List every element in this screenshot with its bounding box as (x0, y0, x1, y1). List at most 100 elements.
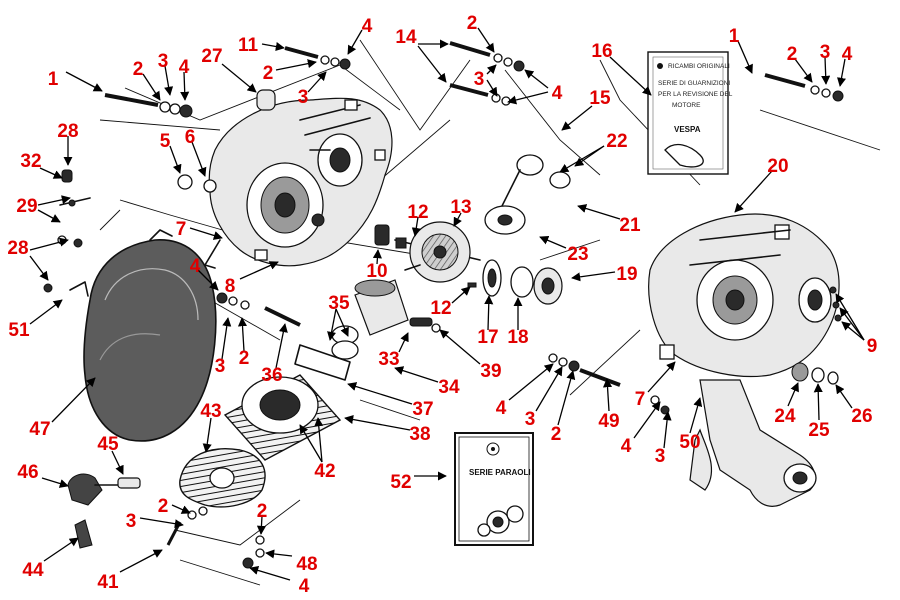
callout-number: 51 (8, 320, 30, 341)
callout-number: 3 (525, 409, 536, 430)
callout-15: 15 (561, 88, 611, 131)
gasket-set-packet: RICAMBI ORIGINALI SERIE DI GUARNIZIONI P… (647, 51, 733, 175)
callout-number: 4 (842, 44, 853, 65)
callout-arrow (335, 308, 349, 337)
callout-number: 12 (407, 202, 428, 223)
callout-number: 22 (606, 131, 627, 152)
callout-arrow (265, 549, 293, 559)
cylinder-head (179, 448, 266, 508)
callout-number: 2 (239, 348, 250, 369)
callout-number: 14 (395, 27, 417, 48)
gasket-set-brand: VESPA (674, 125, 701, 134)
callout-1: 1 (729, 26, 753, 74)
callout-number: 46 (17, 462, 38, 483)
callout-17: 17 (477, 295, 499, 348)
callout-4: 4 (621, 401, 661, 457)
callout-arrow (813, 383, 823, 421)
callout-number: 39 (480, 361, 501, 382)
callout-3: 3 (298, 71, 327, 108)
callout-number: 45 (97, 434, 119, 455)
callout-arrow (51, 377, 96, 423)
callout-2: 2 (263, 59, 317, 84)
callout-arrow (237, 317, 248, 352)
callout-number: 25 (808, 420, 830, 441)
callout-arrow (37, 195, 71, 206)
callout-arrow (508, 363, 554, 401)
callout-arrow (557, 370, 576, 426)
callout-number: 35 (328, 293, 350, 314)
callout-arrow (307, 71, 327, 93)
callout-number: 9 (867, 336, 878, 357)
flywheel-cover (83, 229, 217, 442)
callout-arrow (609, 56, 652, 96)
callout-arrow (249, 565, 291, 581)
callout-arrow (191, 141, 207, 177)
callout-5: 5 (160, 131, 182, 174)
callout-number: 3 (126, 511, 137, 532)
callout-arrow (571, 271, 616, 282)
callout-3: 3 (158, 51, 174, 96)
callout-arrow (41, 477, 69, 488)
gasket-set-line-3: MOTORE (672, 102, 701, 109)
callout-number: 10 (366, 261, 387, 282)
callout-8: 8 (225, 261, 279, 297)
callout-4: 4 (190, 256, 219, 291)
callout-number: 8 (225, 276, 236, 297)
callout-23: 23 (539, 236, 589, 265)
callout-number: 16 (591, 41, 612, 62)
bearings-and-seals (467, 259, 563, 305)
callout-number: 4 (552, 83, 563, 104)
callout-4: 4 (179, 57, 190, 101)
callout-arrow (347, 382, 413, 405)
callout-number: 3 (474, 69, 485, 90)
callout-arrow (327, 308, 337, 341)
callout-number: 4 (496, 398, 507, 419)
callout-arrow (275, 59, 317, 71)
callout-number: 2 (158, 496, 169, 517)
callout-arrow (111, 450, 124, 475)
callout-24: 24 (774, 382, 799, 427)
callout-arrow (633, 401, 661, 439)
callout-34: 34 (394, 366, 460, 398)
callout-arrow (197, 269, 219, 291)
callout-number: 24 (774, 406, 796, 427)
callout-number: 32 (20, 151, 41, 172)
callout-arrow (821, 56, 831, 85)
callout-arrow (261, 42, 285, 52)
callout-4: 4 (507, 69, 563, 105)
callout-number: 49 (598, 411, 619, 432)
callout-number: 43 (200, 401, 221, 422)
callout-29: 29 (16, 195, 71, 223)
callout-arrow (394, 366, 439, 383)
callout-number: 23 (567, 244, 588, 265)
callout-number: 2 (787, 44, 798, 65)
oil-seal-set-title: SERIE PARAOLI (469, 468, 531, 477)
callout-2: 2 (257, 501, 267, 535)
cylinder (223, 344, 351, 461)
callout-12: 12 (407, 202, 429, 237)
callout-arrow (484, 295, 494, 331)
callout-arrow (344, 415, 411, 431)
callout-arrow (372, 249, 382, 265)
callout-arrow (398, 332, 409, 353)
callout-number: 21 (619, 215, 641, 236)
callout-11: 11 (238, 35, 285, 56)
callout-3: 3 (655, 411, 672, 467)
callout-arrow (221, 63, 257, 93)
callout-arrow (314, 417, 324, 463)
crankcase-right-half (648, 213, 840, 507)
callout-2: 2 (787, 44, 813, 83)
callout-arrow (561, 105, 593, 131)
callout-50: 50 (679, 397, 703, 453)
callout-number: 36 (261, 365, 282, 386)
callout-arrow (787, 382, 799, 407)
callout-number: 18 (507, 327, 528, 348)
callout-number: 2 (467, 13, 478, 34)
callout-arrow (794, 58, 813, 83)
callout-3: 3 (525, 366, 563, 430)
callout-1: 1 (48, 69, 103, 92)
callout-arrow (275, 323, 288, 369)
callout-28: 28 (57, 121, 79, 166)
